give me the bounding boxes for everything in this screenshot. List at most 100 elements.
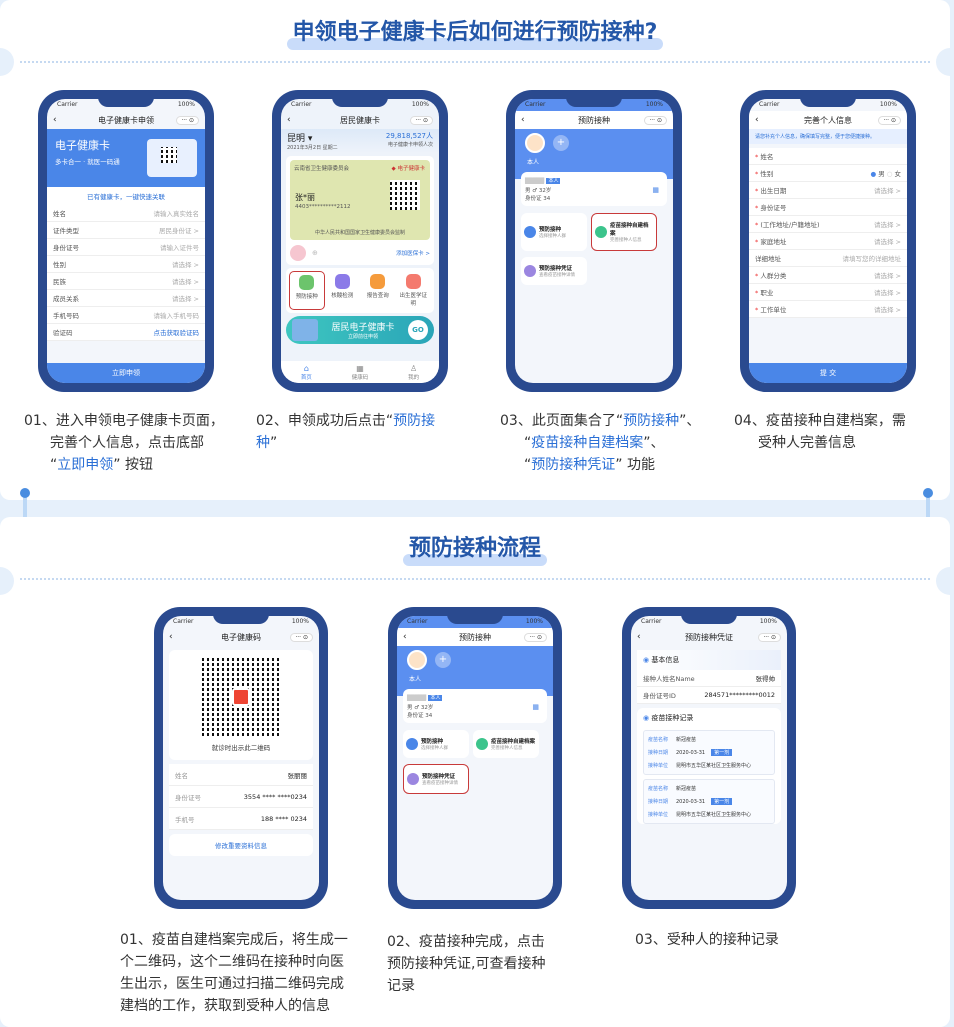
- step-caption: 02、申领成功后点击“预防接种”: [256, 413, 436, 451]
- required-mark: *: [755, 306, 761, 314]
- back-icon[interactable]: ‹: [755, 115, 759, 125]
- form-row[interactable]: 民族 请选择 >: [47, 273, 205, 290]
- capsule-menu[interactable]: ··· ⊙: [290, 632, 313, 642]
- qr-icon[interactable]: ▦: [532, 703, 539, 711]
- capsule-menu[interactable]: ··· ⊙: [524, 632, 547, 642]
- field-value[interactable]: 请输入真实姓名: [153, 210, 200, 218]
- link-existing-card[interactable]: 已有健康卡，一键快速关联: [47, 187, 205, 205]
- back-icon[interactable]: ‹: [403, 632, 407, 642]
- tab-item[interactable]: ▦健康码: [351, 363, 369, 381]
- form-row[interactable]: * 工作单位请选择 >: [749, 301, 907, 318]
- form-row[interactable]: 成员关系 请选择 >: [47, 290, 205, 307]
- city-selector[interactable]: 昆明: [287, 134, 306, 144]
- required-mark: *: [755, 272, 761, 280]
- flow-caption: 02、疫苗接种完成，点击预防接种凭证,可查看接种记录: [387, 934, 546, 994]
- qr-code: [390, 180, 420, 210]
- tab-item[interactable]: ⌂首页: [300, 363, 312, 381]
- form-row[interactable]: 验证码点击获取验证码: [47, 324, 205, 341]
- section-title: 预防接种流程: [0, 530, 950, 566]
- form-row[interactable]: 证件类型 居民身份证 >: [47, 222, 205, 239]
- capsule-menu[interactable]: ··· ⊙: [878, 115, 901, 125]
- nav-bar: ‹电子健康卡申领··· ⊙: [47, 111, 205, 129]
- feature-tile[interactable]: 预防接种凭证查看疫苗接种详情: [403, 764, 469, 794]
- field-value[interactable]: 请选择 >: [171, 295, 199, 303]
- submit-info-button[interactable]: 提 交: [749, 363, 907, 383]
- tile-icon: [406, 738, 418, 750]
- form-row[interactable]: * 出生日期请选择 >: [749, 182, 907, 199]
- feature-tile[interactable]: 预防接种选择接种人群: [403, 730, 469, 758]
- form-row[interactable]: * 姓名: [749, 148, 907, 165]
- edit-info-link[interactable]: 修改重要资料信息: [169, 834, 313, 856]
- add-member-icon[interactable]: ⊕: [312, 249, 318, 257]
- back-icon[interactable]: ‹: [287, 115, 291, 125]
- service-item[interactable]: 出生医学证明: [396, 271, 431, 310]
- field-label: 证件类型: [53, 227, 79, 235]
- form-row[interactable]: 姓名 请输入真实姓名: [47, 205, 205, 222]
- promo-banner[interactable]: 居民电子健康卡立即前往申领 GO: [286, 316, 434, 344]
- required-mark: *: [755, 170, 761, 178]
- tab-item[interactable]: ♙我的: [408, 363, 420, 381]
- avatar[interactable]: [407, 650, 427, 670]
- section-title: 申领电子健康卡后如何进行预防接种?: [0, 14, 950, 50]
- required-mark: *: [755, 289, 761, 297]
- field-value[interactable]: 请输入证件号: [160, 244, 199, 252]
- form-row[interactable]: * 职业请选择 >: [749, 284, 907, 301]
- form-row[interactable]: * 家庭地址请选择 >: [749, 233, 907, 250]
- decor-notch: [0, 48, 14, 76]
- field-value[interactable]: 请选择 >: [171, 261, 199, 269]
- add-member-icon[interactable]: +: [553, 135, 569, 151]
- field-value[interactable]: 请输入手机号码: [153, 312, 200, 320]
- field-label: 成员关系: [53, 295, 79, 303]
- back-icon[interactable]: ‹: [169, 632, 173, 642]
- form-row[interactable]: * 性别● 男 ○ 女: [749, 165, 907, 182]
- gender-radio[interactable]: ● 男 ○ 女: [870, 170, 901, 178]
- form-row[interactable]: * 身份证号: [749, 199, 907, 216]
- field-label: 民族: [53, 278, 66, 286]
- field-label: 性别: [53, 261, 66, 269]
- capsule-menu[interactable]: ··· ⊙: [410, 115, 433, 125]
- service-item[interactable]: 预防接种: [289, 271, 325, 310]
- form-row[interactable]: 身份证号请输入证件号: [47, 239, 205, 256]
- feature-tile[interactable]: 预防接种凭证查看疫苗接种详情: [521, 257, 587, 285]
- required-mark: *: [755, 221, 761, 229]
- form-row[interactable]: 详细地址请填写您的详细地址: [749, 250, 907, 267]
- avatar[interactable]: [290, 245, 306, 261]
- form-row[interactable]: * (工作地址/户籍地址)请选择 >: [749, 216, 907, 233]
- step-caption: 01、进入申领电子健康卡页面，完善个人信息，点击底部“立即申领” 按钮: [24, 413, 224, 473]
- required-mark: *: [755, 204, 761, 212]
- form-row[interactable]: 性别 请选择 >: [47, 256, 205, 273]
- service-item[interactable]: 核酸检测: [325, 271, 360, 310]
- tile-icon: [524, 265, 536, 277]
- submit-apply-button[interactable]: 立即申领: [47, 363, 205, 383]
- avatar[interactable]: [525, 133, 545, 153]
- feature-tile[interactable]: 预防接种选择接种人群: [521, 213, 587, 251]
- person-card[interactable]: █████ 本人 男 ♂ 32岁 身份证 34 ▦: [521, 172, 667, 206]
- info-row: 姓名张丽丽: [169, 764, 313, 786]
- field-label: 姓名: [53, 210, 66, 218]
- step-caption: 04、疫苗接种自建档案，需受种人完善信息: [734, 413, 906, 451]
- form-row[interactable]: 手机号码请输入手机号码: [47, 307, 205, 324]
- capsule-menu[interactable]: ··· ⊙: [176, 115, 199, 125]
- field-value[interactable]: 请选择 >: [171, 278, 199, 286]
- feature-tile[interactable]: 疫苗接种自建档案完善接种人信息: [591, 213, 657, 251]
- field-value[interactable]: 居民身份证 >: [158, 227, 199, 235]
- banner: 电子健康卡 多卡合一 · 就医一码通: [47, 129, 205, 187]
- health-card[interactable]: 云南省卫生健康委员会 ◆ 电子健康卡 张*丽 4403**********211…: [290, 160, 430, 240]
- feature-tile[interactable]: 疫苗接种自建档案完善接种人信息: [473, 730, 539, 758]
- qr-icon[interactable]: ▦: [652, 186, 659, 194]
- field-value[interactable]: 点击获取验证码: [153, 329, 200, 337]
- capsule-menu[interactable]: ··· ⊙: [644, 115, 667, 125]
- notice-bar: 请您补充个人信息，确保填写完整，便于您便捷接种。: [749, 129, 907, 144]
- add-member-icon[interactable]: +: [435, 652, 451, 668]
- back-icon[interactable]: ‹: [53, 115, 57, 125]
- back-icon[interactable]: ‹: [521, 115, 525, 125]
- capsule-menu[interactable]: ··· ⊙: [758, 632, 781, 642]
- form-row[interactable]: * 人群分类请选择 >: [749, 267, 907, 284]
- back-icon[interactable]: ‹: [637, 632, 641, 642]
- service-item[interactable]: 报告查询: [360, 271, 395, 310]
